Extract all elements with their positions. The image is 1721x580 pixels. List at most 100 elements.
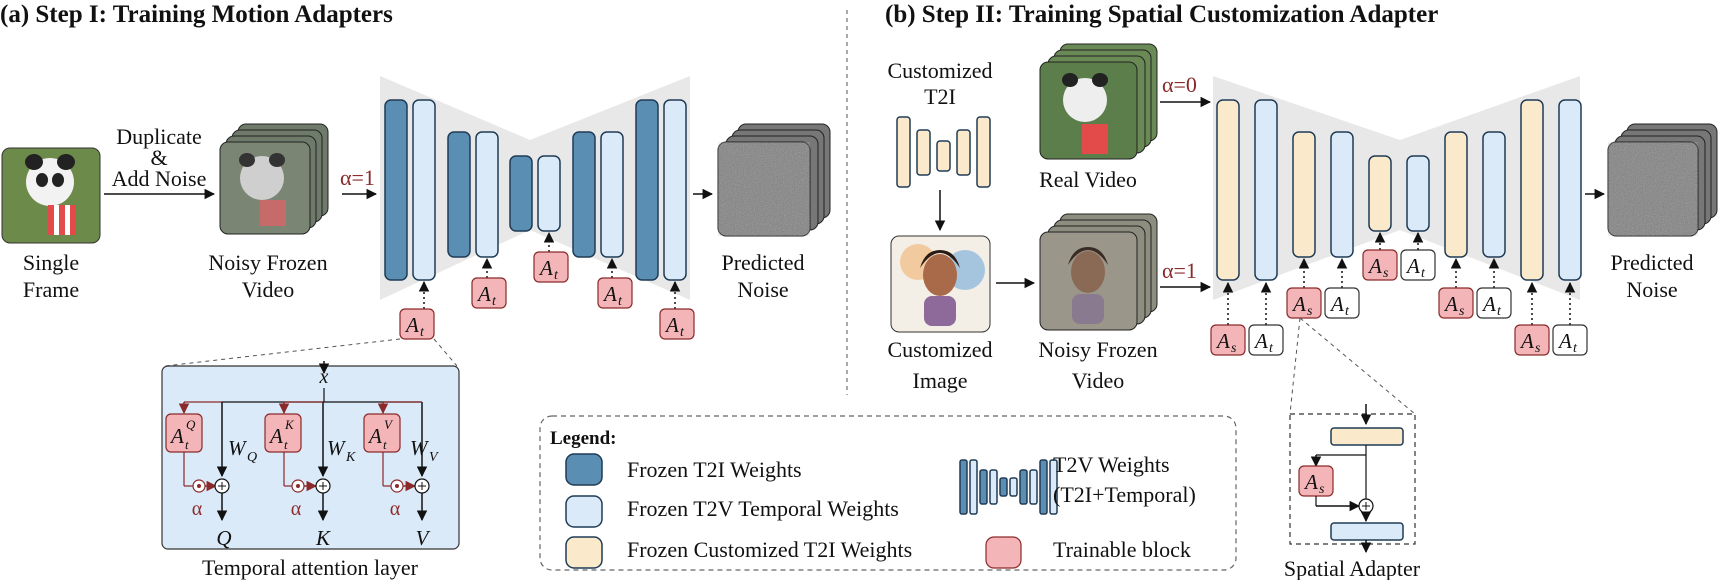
- adapter-t-white-3: [1400, 249, 1436, 282]
- customized-t2i-label-1: Customized: [887, 58, 992, 83]
- unet-step1: [384, 99, 687, 281]
- spatial-adapter-caption: Spatial Adapter: [1284, 556, 1421, 580]
- adapter-t-white-2: [1324, 287, 1360, 320]
- legend-item-t2v-1: T2V Weights: [1053, 452, 1170, 477]
- real-video-label: Real Video: [1039, 167, 1137, 192]
- legend-item-trainable: Trainable block: [1053, 537, 1191, 562]
- noisy-video-stack-1: [219, 123, 329, 235]
- temp-block-5: [663, 99, 687, 281]
- duplicate-label-1: Duplicate: [116, 124, 202, 149]
- svg-text:V: V: [416, 526, 431, 550]
- svg-text:W: W: [327, 436, 347, 460]
- legend-item-t2i: Frozen T2I Weights: [627, 457, 802, 482]
- attention-col-k: A t K W K α K: [264, 402, 356, 550]
- t2i-block-4: [572, 131, 596, 258]
- legend-item-temporal: Frozen T2V Temporal Weights: [627, 496, 899, 521]
- single-frame-label-2: Frame: [23, 277, 79, 302]
- cust-block-1: [1216, 99, 1240, 281]
- cust-block-4: [1444, 131, 1468, 258]
- spatial-adapter-as: [1298, 465, 1334, 498]
- t2i-block-5: [635, 99, 659, 281]
- legend-t2v-icon: [959, 459, 1058, 515]
- temp2-block-1: [1254, 99, 1278, 281]
- temp-block-4: [600, 131, 624, 258]
- legend-item-t2v-2: (T2I+Temporal): [1053, 482, 1196, 507]
- predicted-noise-label-1a: Predicted: [721, 250, 804, 275]
- svg-text:t: t: [284, 437, 288, 452]
- single-frame-label-1: Single: [23, 250, 79, 275]
- predicted-noise-label-1b: Noise: [737, 277, 788, 302]
- adapter-s-1: [1210, 324, 1246, 357]
- svg-text:K: K: [345, 450, 356, 465]
- legend-swatch-temporal: [565, 495, 603, 528]
- step2-title: (b) Step II: Training Spatial Customizat…: [885, 1, 1438, 28]
- adapter-t-white-1: [1248, 324, 1284, 357]
- svg-text:α: α: [291, 498, 302, 520]
- legend-swatch-t2i: [565, 453, 603, 486]
- cust-block-3: [1368, 155, 1392, 232]
- svg-text:Q: Q: [186, 417, 196, 432]
- predicted-noise-label-2a: Predicted: [1610, 250, 1693, 275]
- predicted-noise-stack-1: [717, 123, 831, 237]
- svg-text:W: W: [410, 436, 430, 460]
- spatial-adapter-box: [1289, 413, 1416, 545]
- svg-text:K: K: [315, 526, 331, 550]
- temp2-block-2: [1330, 131, 1354, 258]
- svg-text:Q: Q: [247, 450, 257, 465]
- customized-image-label-2: Image: [913, 368, 968, 393]
- noisy-video-label-2b: Video: [1072, 368, 1124, 393]
- adapter-t-white-4: [1476, 287, 1512, 320]
- noisy-video-label-2a: Noisy Frozen: [1038, 337, 1157, 362]
- adapter-t-4: [597, 277, 633, 310]
- spatial-adapter-top-block: [1330, 427, 1404, 446]
- svg-text:W: W: [228, 436, 248, 460]
- legend-item-customized: Frozen Customized T2I Weights: [627, 537, 912, 562]
- duplicate-label-3: Add Noise: [112, 166, 207, 191]
- temp-block-1: [412, 99, 436, 281]
- real-video-stack: [1039, 43, 1158, 160]
- predicted-noise-label-2b: Noise: [1626, 277, 1677, 302]
- svg-text:t: t: [383, 437, 387, 452]
- t2i-block-2: [447, 131, 471, 258]
- svg-text:Q: Q: [216, 526, 231, 550]
- svg-text:K: K: [284, 417, 295, 432]
- step1-title: (a) Step I: Training Motion Adapters: [0, 1, 393, 28]
- predicted-noise-stack-2: [1607, 123, 1718, 237]
- attention-col-q: A t Q W Q α Q: [165, 402, 257, 550]
- attention-caption: Temporal attention layer: [202, 555, 419, 580]
- svg-text:α: α: [192, 498, 203, 520]
- adapter-s-3: [1362, 249, 1398, 282]
- cust-block-5: [1520, 99, 1544, 281]
- temp2-block-3: [1406, 155, 1430, 232]
- adapter-t-3: [533, 251, 569, 284]
- adapter-s-4: [1438, 287, 1474, 320]
- duplicate-label-2: &: [150, 145, 167, 170]
- t2i-block-1: [384, 99, 408, 281]
- legend-box: [539, 415, 1237, 571]
- svg-text:V: V: [429, 450, 439, 465]
- temp-block-3: [537, 155, 561, 232]
- customized-t2i-icon: [896, 116, 991, 188]
- temp2-block-4: [1482, 131, 1506, 258]
- adapter-t-5: [659, 308, 695, 341]
- t2i-block-3: [509, 155, 533, 232]
- adapter-s-2: [1286, 287, 1322, 320]
- svg-text:V: V: [384, 417, 394, 432]
- noisy-video-stack-2: [1039, 213, 1158, 331]
- alpha-1-label-step2: α=1: [1162, 258, 1197, 283]
- svg-text:α: α: [390, 498, 401, 520]
- alpha-1-label-step1: α=1: [340, 165, 375, 190]
- single-frame-image: [1, 147, 101, 244]
- customized-image-label-1: Customized: [887, 337, 992, 362]
- svg-text:A: A: [367, 424, 382, 448]
- customized-t2i-label-2: T2I: [924, 84, 956, 109]
- noisy-video-label-2: Video: [242, 277, 294, 302]
- adapter-s-5: [1514, 324, 1550, 357]
- svg-text:A: A: [268, 424, 283, 448]
- adapter-t-white-5: [1552, 324, 1588, 357]
- legend-title: Legend:: [550, 428, 617, 449]
- temp2-block-5: [1558, 99, 1582, 281]
- cust-block-2: [1292, 131, 1316, 258]
- unet-step2: [1216, 99, 1582, 281]
